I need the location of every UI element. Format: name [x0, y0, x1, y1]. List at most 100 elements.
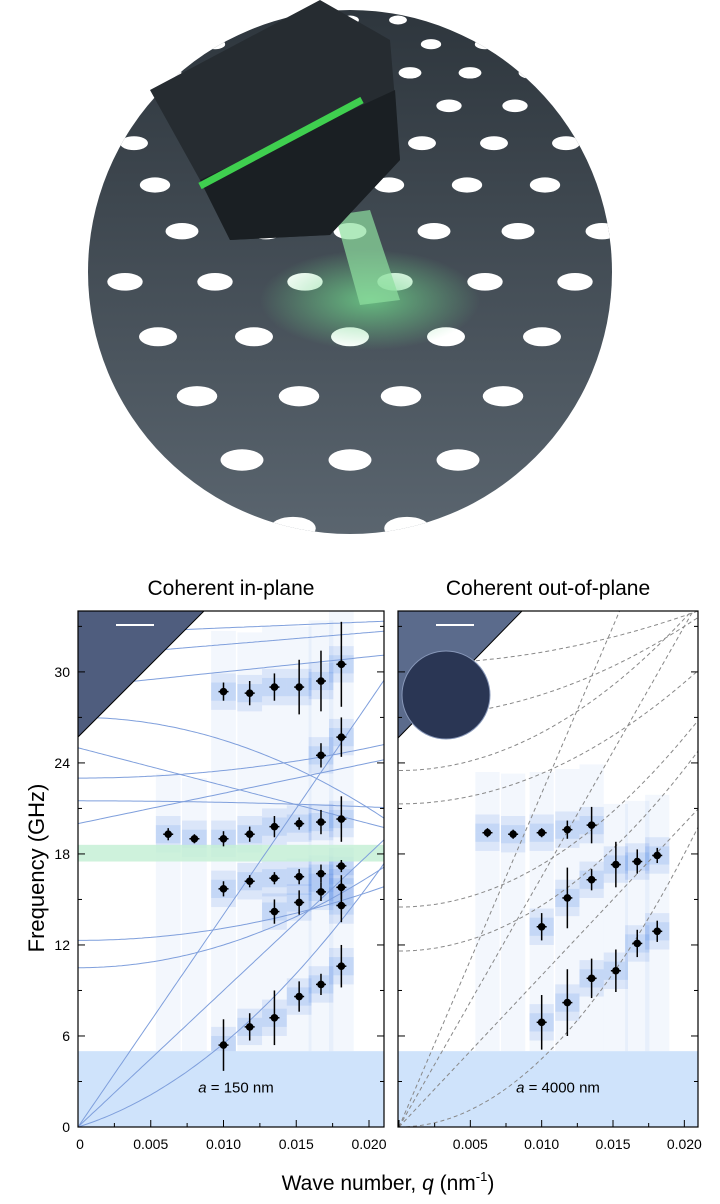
heatmap-column [155, 773, 181, 1052]
theory-curve [399, 611, 693, 771]
data-point [317, 818, 325, 826]
x-title-exp: -1 [476, 1169, 488, 1184]
heatmap-cell [475, 814, 500, 824]
heatmap-cell [501, 834, 526, 844]
theory-curve [78, 743, 384, 779]
hole [474, 39, 496, 50]
heatmap-cell [579, 888, 604, 898]
hole [245, 15, 263, 25]
heatmap-cell [308, 900, 334, 911]
theory-curve [78, 886, 384, 941]
hole [417, 222, 451, 240]
hole [582, 39, 604, 50]
annotation-var: a [516, 1080, 524, 1097]
heatmap-cell [286, 884, 312, 894]
heatmap-cell [182, 820, 207, 830]
heatmap-cell [645, 864, 670, 874]
hole [328, 449, 372, 471]
heatmap-cell [501, 843, 526, 853]
x-tick-label: 0.005 [133, 1136, 168, 1152]
data-point [295, 898, 303, 907]
data-point [270, 1013, 279, 1022]
heatmap-cell [286, 805, 312, 815]
hole [149, 15, 167, 25]
heatmap-column [182, 778, 207, 1052]
hole [139, 327, 177, 347]
hole [398, 67, 422, 79]
plot-area [398, 611, 698, 1127]
plot-area [78, 611, 384, 1127]
heatmap-cell [237, 1008, 263, 1018]
data-point [337, 962, 346, 970]
hole [528, 39, 550, 50]
data-point [509, 830, 517, 839]
heatmap-cell [211, 673, 236, 683]
hole [420, 39, 442, 50]
heatmap-cell [155, 816, 181, 826]
annotation-var: a [198, 1080, 206, 1097]
annotation-value: = 150 nm [207, 1080, 274, 1097]
theory-curve [399, 669, 698, 805]
data-point [587, 974, 596, 983]
y-axis-title: Frequency (GHz) [24, 784, 49, 953]
data-point [483, 828, 492, 837]
data-point [633, 857, 642, 866]
hole [436, 449, 480, 471]
hole [451, 177, 483, 193]
heatmap-cell [211, 897, 236, 908]
theory-curve [78, 747, 384, 829]
data-point [563, 998, 572, 1007]
heatmap-cell [328, 869, 354, 879]
x-tick-label: 0.020 [667, 1136, 702, 1152]
heatmap-cell [555, 838, 580, 848]
data-point [612, 966, 620, 975]
theory-curve [398, 611, 694, 1127]
heatmap-cell [625, 843, 650, 853]
data-point [190, 834, 199, 843]
theory-curve [399, 719, 698, 908]
data-point [337, 901, 346, 910]
heatmap-cell [308, 737, 334, 747]
data-point [317, 980, 325, 989]
plot-frame [397, 610, 699, 1128]
data-point [587, 875, 596, 884]
green-band [78, 844, 384, 862]
data-point [245, 1023, 254, 1031]
x-tick-label: 0.010 [206, 1136, 241, 1152]
heatmap-cell [475, 841, 500, 851]
hole [585, 222, 612, 240]
illustration [88, 0, 612, 534]
x-tick-label: 0.020 [351, 1136, 386, 1152]
y-tick-label: 30 [54, 664, 70, 680]
hole [529, 177, 561, 193]
data-point [563, 894, 572, 902]
heatmap-cell [645, 940, 670, 950]
data-point [245, 830, 254, 839]
heatmap-cell [237, 702, 263, 712]
data-point [337, 815, 346, 823]
data-point [270, 822, 279, 831]
data-point [317, 888, 325, 896]
y-tick-label: 0 [62, 1119, 70, 1135]
data-point [337, 883, 346, 892]
heatmap-cell [286, 858, 312, 868]
hole [581, 15, 599, 25]
hole [437, 15, 455, 25]
x-tick-label: 0.015 [279, 1136, 314, 1152]
hole [204, 39, 226, 50]
theory-curve [78, 716, 384, 819]
hole [482, 386, 524, 407]
laser-beam [335, 210, 400, 305]
hole [533, 15, 551, 25]
data-point [295, 872, 303, 881]
data-point [612, 860, 620, 869]
theory-curve [78, 862, 384, 1127]
data-point [537, 1018, 546, 1027]
hole [557, 272, 593, 291]
hole [436, 99, 462, 113]
theory-curve [78, 866, 384, 969]
panel-title: Coherent out-of-plane [446, 577, 650, 600]
inset-hole [401, 650, 491, 740]
